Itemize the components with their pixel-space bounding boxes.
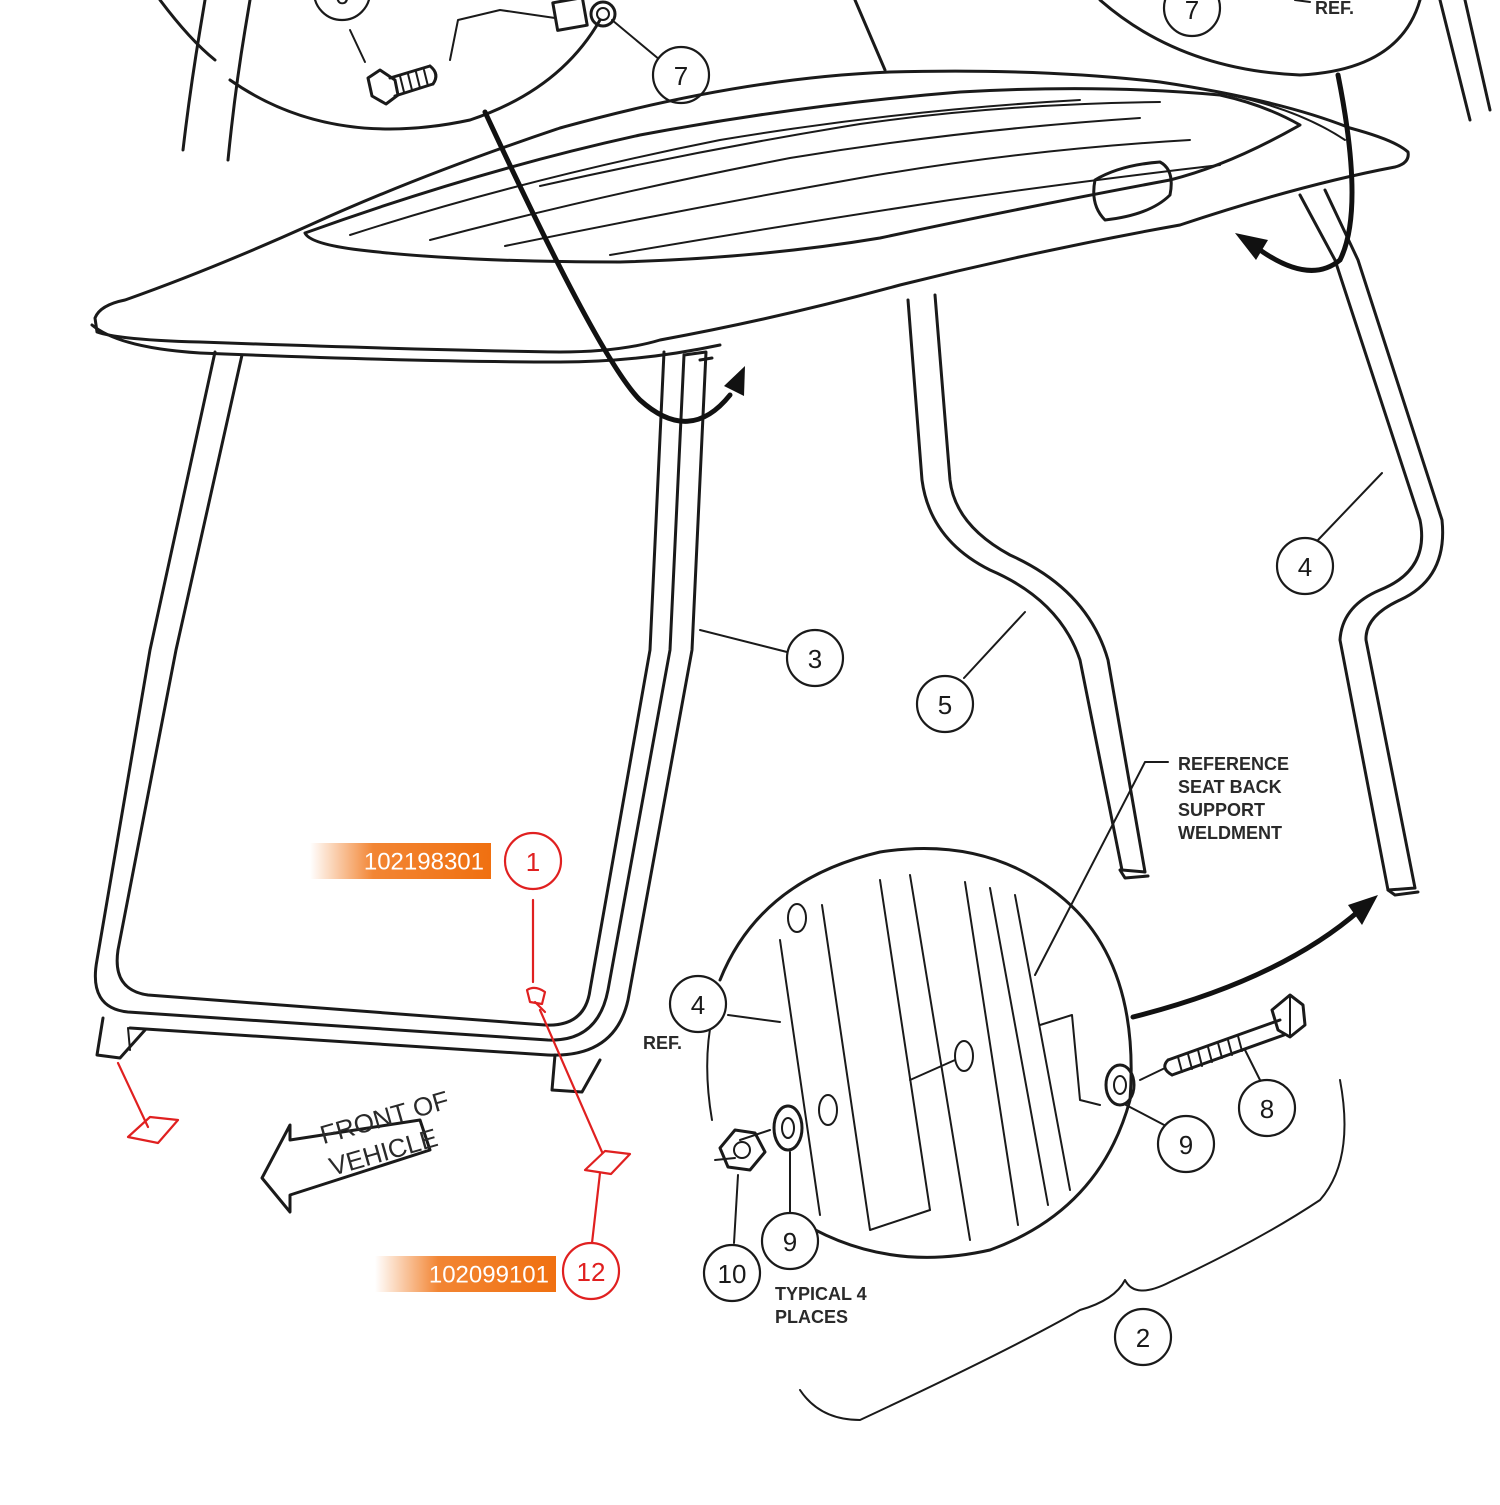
leader-8	[1244, 1049, 1261, 1081]
typical-line-1: TYPICAL 4	[775, 1284, 867, 1304]
callout-1-label: 1	[526, 847, 540, 877]
front-of-vehicle-arrow: FRONT OF VEHICLE	[260, 1085, 452, 1214]
callout-5-label: 5	[938, 690, 952, 720]
callout-4-top-label: 4	[1298, 552, 1312, 582]
part-number-12: 102099101	[429, 1262, 549, 1289]
callout-9-left: 9	[760, 1211, 820, 1271]
washer-icon	[1104, 1063, 1136, 1107]
callout-9-left-label: 9	[783, 1227, 797, 1257]
part-number-badge-1[interactable]: 102198301	[310, 843, 491, 879]
callout-10: 10	[702, 1243, 762, 1303]
reference-line-4: WELDMENT	[1178, 823, 1282, 843]
callout-1: 1	[503, 831, 563, 891]
bolt-icon	[366, 64, 438, 106]
typical-line-2: PLACES	[775, 1307, 848, 1327]
callout-12-label: 12	[577, 1257, 606, 1287]
reference-line-1: REFERENCE	[1178, 754, 1289, 774]
callout-2-label: 2	[1136, 1323, 1150, 1353]
callout-5: 5	[915, 674, 975, 734]
detail-circle-top-left	[228, 0, 661, 131]
nut-icon	[714, 1128, 767, 1172]
reference-line-3: SUPPORT	[1178, 800, 1265, 820]
callout-3-label: 3	[808, 644, 822, 674]
reference-note: REFERENCE SEAT BACK SUPPORT WELDMENT	[1034, 754, 1289, 976]
rear-strut-5	[906, 293, 1150, 880]
arrow-head-icon	[1348, 895, 1378, 925]
leader-3	[699, 629, 788, 653]
arrow-head-icon	[1235, 233, 1268, 260]
callout-12: 12	[561, 1241, 621, 1301]
callout-6-label: 6	[335, 0, 349, 10]
callout-7-right: 7	[1162, 0, 1222, 38]
callout-3: 3	[785, 628, 845, 688]
callout-4-top: 4	[1275, 536, 1335, 596]
callout-6: 6	[314, 0, 370, 22]
detail-circle-top-right	[1098, 0, 1422, 77]
red-part-pad-right	[583, 1149, 632, 1245]
bracket-line	[799, 1079, 1346, 1421]
callout-4-detail: 4	[668, 974, 728, 1034]
red-part-rivet	[525, 898, 604, 1154]
canopy-top	[90, 69, 1410, 364]
red-part-pad-left	[116, 1061, 180, 1145]
ref-label-detail: REF.	[643, 1033, 682, 1053]
callout-7-left-label: 7	[674, 61, 688, 91]
callout-4-detail-label: 4	[691, 990, 705, 1020]
callout-8: 8	[1237, 1078, 1297, 1138]
callout-7-right-label: 7	[1185, 0, 1199, 25]
callout-9-right: 9	[1156, 1114, 1216, 1174]
part-number-1: 102198301	[364, 849, 484, 876]
leader-9-right	[1125, 1104, 1169, 1128]
arrow-head-icon	[724, 366, 745, 396]
bolt-icon	[1163, 993, 1307, 1077]
leader-5	[963, 611, 1026, 679]
leader-10	[733, 1174, 739, 1244]
callout-9-right-label: 9	[1179, 1130, 1193, 1160]
front-strut-frame	[93, 350, 714, 1094]
leader-4	[1317, 472, 1383, 541]
callout-2: 2	[1113, 1307, 1173, 1367]
callout-8-label: 8	[1260, 1094, 1274, 1124]
assembly-arrows	[482, 72, 1378, 1020]
leader-4-detail	[727, 1014, 781, 1023]
callout-10-label: 10	[718, 1259, 747, 1289]
washer-icon	[772, 1104, 804, 1152]
part-number-badge-12[interactable]: 102099101	[375, 1256, 556, 1292]
detail-circle-bottom	[706, 846, 1307, 1259]
callout-7-left: 7	[651, 45, 711, 105]
rear-strut-4	[1298, 188, 1445, 897]
reference-line-2: SEAT BACK	[1178, 777, 1282, 797]
ref-label-top-right: REF.	[1315, 0, 1354, 18]
upper-struts	[158, 0, 1492, 162]
